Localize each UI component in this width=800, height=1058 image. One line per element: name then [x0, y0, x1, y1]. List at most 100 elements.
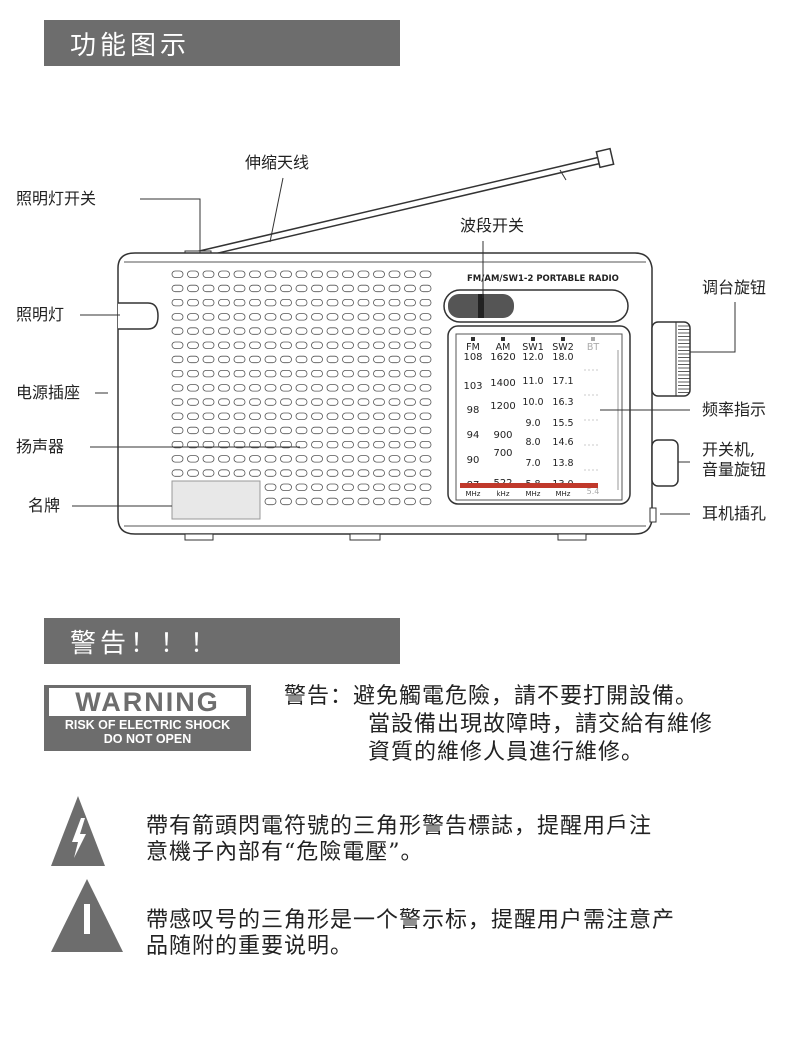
speaker-hole	[404, 270, 416, 278]
dial-value: 14.6	[552, 437, 573, 448]
speaker-hole	[357, 384, 370, 392]
dial-value: 90	[467, 455, 480, 466]
speaker-hole	[357, 440, 370, 449]
speaker-hole	[171, 384, 184, 392]
speaker-hole	[404, 341, 416, 349]
speaker-hole	[187, 355, 199, 364]
lightning-warning-icon	[51, 796, 105, 866]
speaker-hole	[373, 440, 385, 449]
speaker-hole	[202, 440, 215, 449]
speaker-hole	[218, 426, 230, 435]
speaker-hole	[419, 284, 432, 293]
speaker-hole	[218, 284, 230, 293]
band-header: BT	[587, 342, 600, 353]
antenna	[177, 147, 615, 263]
speaker-hole	[357, 313, 370, 321]
speaker-hole	[233, 313, 246, 321]
speaker-hole	[249, 327, 261, 335]
callout-earphone-jack: 耳机插孔	[702, 504, 767, 523]
dial-unit: kHz	[497, 490, 510, 498]
speaker-hole	[357, 483, 370, 491]
dial-value: 16.3	[552, 397, 573, 408]
speaker-hole	[171, 412, 184, 420]
speaker-hole	[295, 412, 308, 420]
speaker-hole	[171, 270, 184, 278]
speaker-hole	[171, 369, 184, 378]
speaker-hole	[218, 455, 230, 463]
speaker-hole	[326, 270, 339, 278]
dial-value: 7.0	[525, 458, 540, 469]
speaker-hole	[373, 355, 385, 364]
speaker-hole	[311, 440, 323, 449]
speaker-hole	[326, 412, 339, 420]
speaker-hole	[311, 270, 323, 278]
speaker-hole	[419, 469, 432, 477]
callout-light-switch: 照明灯开关	[16, 189, 97, 208]
speaker-hole	[249, 412, 261, 420]
dial-value: 108	[463, 352, 482, 363]
speaker-hole	[311, 398, 323, 406]
speaker-hole	[202, 341, 215, 349]
speaker-hole	[388, 384, 401, 392]
speaker-hole	[280, 483, 292, 491]
speaker-hole	[311, 369, 323, 378]
section-header-diagram: 功能图示	[44, 20, 400, 66]
speaker-hole	[171, 327, 184, 335]
speaker-hole	[264, 412, 277, 420]
speaker-hole	[171, 313, 184, 321]
speaker-hole	[264, 398, 277, 406]
speaker-hole	[326, 369, 339, 378]
band-switch[interactable]	[443, 289, 629, 323]
speaker-hole	[311, 455, 323, 463]
speaker-hole	[373, 270, 385, 278]
speaker-hole	[171, 469, 184, 477]
speaker-hole	[218, 398, 230, 406]
dial-value: 94	[467, 430, 480, 441]
speaker-hole	[404, 327, 416, 335]
speaker-hole	[357, 412, 370, 420]
band-marker	[471, 337, 475, 341]
speaker-hole	[419, 270, 432, 278]
speaker-hole	[280, 369, 292, 378]
speaker-hole	[202, 270, 215, 278]
speaker-hole	[388, 298, 401, 307]
speaker-hole	[295, 469, 308, 477]
speaker-hole	[187, 284, 199, 293]
speaker-hole	[264, 270, 277, 278]
speaker-hole	[249, 369, 261, 378]
dial-value: 1200	[490, 401, 515, 412]
speaker-hole	[342, 384, 354, 392]
speaker-hole	[171, 284, 184, 293]
speaker-hole	[202, 469, 215, 477]
speaker-hole	[233, 298, 246, 307]
speaker-hole	[311, 384, 323, 392]
callout-tuning-knob: 调台旋钮	[702, 278, 767, 297]
speaker-hole	[187, 440, 199, 449]
speaker-hole	[404, 355, 416, 364]
speaker-hole	[388, 355, 401, 364]
speaker-hole	[311, 284, 323, 293]
speaker-hole	[202, 369, 215, 378]
speaker-hole	[388, 398, 401, 406]
speaker-hole	[342, 398, 354, 406]
speaker-hole	[404, 455, 416, 463]
dial-value: 13.8	[552, 458, 573, 469]
speaker-hole	[326, 440, 339, 449]
callout-speaker: 扬声器	[16, 437, 65, 456]
speaker-hole	[280, 313, 292, 321]
dial-value: 1400	[490, 378, 515, 389]
dial-value: 18.0	[552, 352, 573, 363]
speaker-hole	[218, 298, 230, 307]
tuning-knob[interactable]	[651, 321, 691, 397]
speaker-hole	[419, 369, 432, 378]
speaker-hole	[202, 313, 215, 321]
speaker-hole	[233, 384, 246, 392]
speaker-hole	[373, 369, 385, 378]
speaker-hole	[388, 284, 401, 293]
speaker-hole	[202, 284, 215, 293]
power-volume-knob[interactable]	[651, 439, 679, 487]
tuning-needle	[460, 483, 598, 488]
speaker-hole	[264, 469, 277, 477]
speaker-hole	[280, 412, 292, 420]
speaker-hole	[326, 384, 339, 392]
